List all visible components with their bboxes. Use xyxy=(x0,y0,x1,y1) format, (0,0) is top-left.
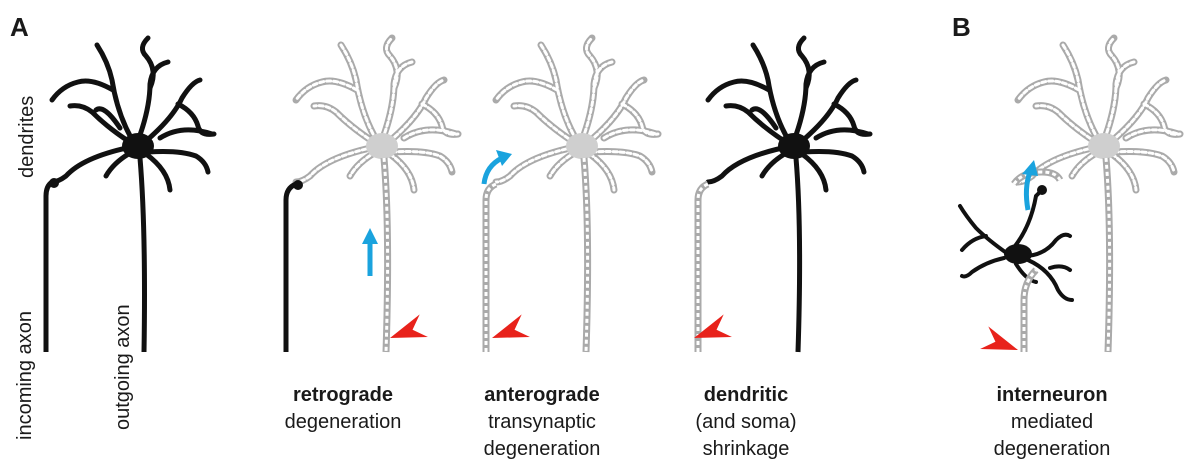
caption-retrograde: retrograde degeneration xyxy=(253,382,433,436)
caption-dendritic: dendritic (and soma) shrinkage xyxy=(656,382,836,463)
dendritic-neuron xyxy=(698,38,870,352)
dendrites-label: dendrites xyxy=(16,96,39,178)
interneuron-target-neuron xyxy=(1018,38,1180,352)
caption-title: interneuron xyxy=(962,382,1142,409)
retrograde-neuron xyxy=(286,38,458,352)
injury-arrowhead xyxy=(386,314,428,349)
retrograde-arrow xyxy=(362,228,378,276)
panel-label-b: B xyxy=(952,12,971,43)
injury-arrowhead xyxy=(980,326,1022,361)
caption-interneuron: interneuron mediated degeneration xyxy=(962,382,1142,463)
caption-line: shrinkage xyxy=(656,436,836,463)
caption-title: anterograde xyxy=(452,382,632,409)
caption-title: dendritic xyxy=(656,382,836,409)
caption-line: (and soma) xyxy=(656,409,836,436)
interneuron xyxy=(960,172,1072,352)
anterograde-neuron xyxy=(486,38,658,352)
incoming-axon-label: incoming axon xyxy=(14,311,37,440)
injury-arrowhead xyxy=(488,314,530,349)
caption-line: transynaptic xyxy=(452,409,632,436)
caption-line: degeneration xyxy=(253,409,433,436)
caption-line: mediated xyxy=(962,409,1142,436)
caption-line: degeneration xyxy=(452,436,632,463)
caption-line: degeneration xyxy=(962,436,1142,463)
panel-label-a: A xyxy=(10,12,29,43)
caption-title: retrograde xyxy=(253,382,433,409)
outgoing-axon-label: outgoing axon xyxy=(112,304,135,430)
caption-anterograde: anterograde transynaptic degeneration xyxy=(452,382,632,463)
